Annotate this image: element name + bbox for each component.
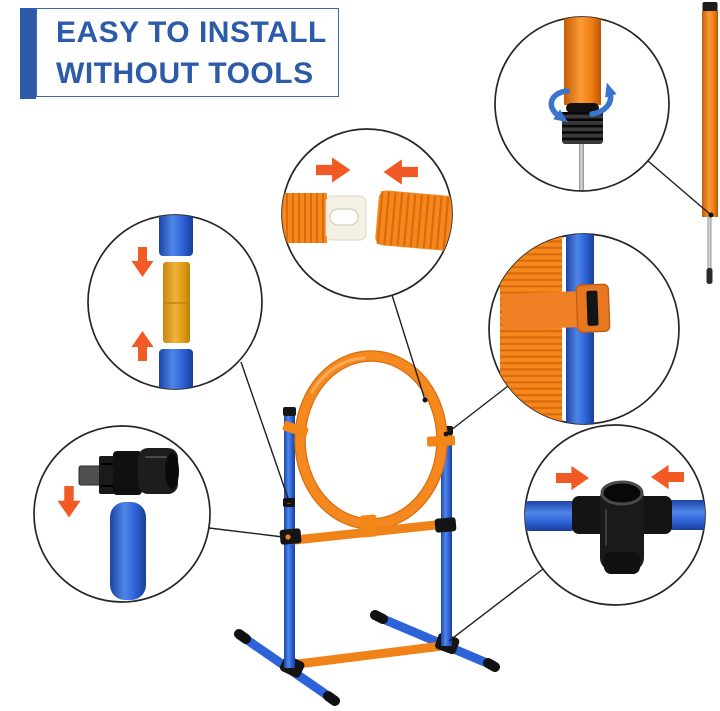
black-clamp-fitting [78, 448, 179, 495]
ring-right-strap [426, 435, 456, 447]
blue-tube-bottom [159, 349, 193, 389]
blue-pole-section [110, 502, 146, 600]
leader-line [208, 527, 284, 538]
foot-end-cap [483, 658, 500, 672]
callout-ground-stake-screw [494, 16, 670, 192]
leader-line [647, 160, 712, 216]
metal-spike [579, 144, 584, 190]
leader-line [391, 294, 426, 401]
buckle-slot [586, 290, 599, 326]
header-accent-bar [20, 8, 36, 99]
callout-content [548, 17, 617, 190]
jump-bar-right-clamp [434, 517, 457, 533]
callout-content [57, 448, 179, 600]
orange-pole-section [564, 17, 601, 105]
callout-pole-section-connector [87, 214, 263, 390]
pole-top-cap [283, 407, 296, 416]
leader-line [448, 568, 544, 642]
callout-base-cross-connector [524, 424, 706, 606]
pole-top-cap [702, 2, 718, 13]
connector-slot [329, 208, 359, 226]
header-line-1: EASY TO INSTALL [56, 15, 327, 49]
callout-content [131, 215, 193, 389]
ground-spike [707, 216, 712, 270]
stake-pole-body [702, 11, 718, 217]
blue-tube-top [159, 215, 193, 256]
velcro-strap [501, 283, 611, 333]
leader-dot [286, 498, 292, 504]
foot-end-cap [234, 629, 251, 644]
threaded-screw [562, 112, 603, 144]
leader-dot [708, 212, 714, 218]
leader-line [445, 385, 509, 435]
leader-lines [208, 160, 712, 642]
base-right-foot [370, 610, 500, 672]
spike-tip [706, 268, 713, 284]
rotate-arrow-icon [548, 88, 570, 123]
foot-end-cap [370, 610, 388, 624]
callout-hoop-tube-connector [281, 128, 453, 300]
ring-left-strap [282, 421, 309, 438]
black-cross-connector [572, 480, 672, 574]
ring-bottom-strap [359, 514, 378, 538]
ring-highlight [310, 356, 366, 394]
foot-end-cap [323, 691, 340, 706]
blue-tube-right [668, 500, 705, 530]
connector-pin [285, 534, 291, 540]
callout-content [500, 234, 611, 424]
leader-dot [443, 431, 449, 437]
ground-stake-pole [702, 2, 718, 284]
screw-collar [566, 103, 599, 113]
callout-content [525, 464, 705, 574]
callout-jump-bar-clamp [33, 425, 211, 603]
jump-ring [294, 350, 448, 530]
callout-hoop-strap [488, 233, 680, 425]
connector-socket-opening [600, 480, 644, 506]
header-banner: EASY TO INSTALL WITHOUT TOOLS [36, 8, 339, 97]
leader-dots [286, 212, 714, 504]
header-line-2: WITHOUT TOOLS [56, 56, 314, 90]
yellow-connector [163, 262, 190, 343]
leader-line [240, 361, 290, 502]
corrugated-tube-right [375, 190, 452, 251]
leader-dot [422, 397, 428, 403]
agility-jump-stand [234, 350, 500, 706]
blue-tube-left [525, 501, 576, 531]
white-tube-connector [325, 195, 367, 241]
corrugated-tube-left [282, 193, 327, 243]
connector-bottom-leg [604, 552, 640, 574]
callout-content [282, 157, 452, 251]
rotate-arrow-icon [589, 82, 617, 117]
base-cross-bar [293, 641, 447, 669]
